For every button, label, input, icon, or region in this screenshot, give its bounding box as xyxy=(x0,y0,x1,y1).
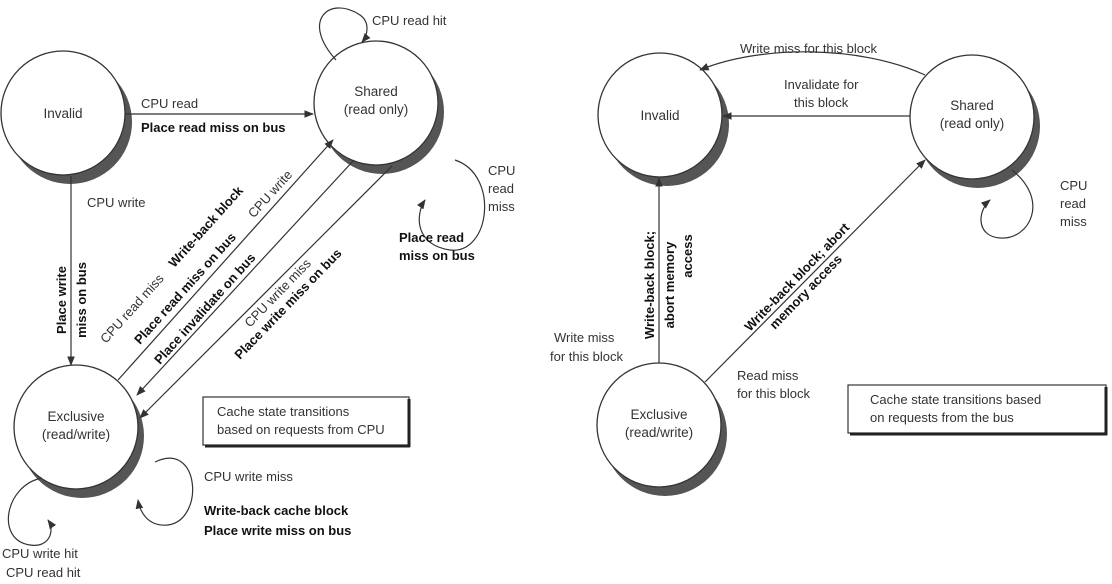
right-wb-abort-vert-3: access xyxy=(680,234,695,277)
left-state-invalid: Invalid xyxy=(0,50,132,184)
left-exclusive-loop-bottom xyxy=(7,477,57,546)
left-shared-loop-top xyxy=(318,7,371,61)
right-caption-line-1: Cache state transitions based xyxy=(870,392,1041,407)
left-place-write-1: Place write xyxy=(54,266,69,334)
left-caption-line-2: based on requests from CPU xyxy=(217,422,385,437)
left-exclusive-loop-right xyxy=(135,457,194,526)
right-caption-line-2: on requests from the bus xyxy=(870,410,1014,425)
right-state-invalid: Invalid xyxy=(597,52,729,186)
right-state-exclusive: Exclusive (read/write) xyxy=(596,362,727,496)
left-exclusive-label: Exclusive xyxy=(47,409,104,424)
right-read-miss-2: for this block xyxy=(737,386,810,401)
right-write-miss-1: Write miss xyxy=(554,330,615,345)
right-caption-box: Cache state transitions based on request… xyxy=(847,384,1108,436)
left-place-read-miss-top: Place read miss on bus xyxy=(141,120,286,135)
left-shared-sub-label: (read only) xyxy=(344,102,409,117)
right-cpu-read-miss-2: read xyxy=(1060,196,1086,211)
left-arrow-shared-to-exclusive-invalidate xyxy=(136,159,355,396)
left-arrow-shared-to-exclusive-writemiss xyxy=(139,165,393,419)
right-read-miss-1: Read miss xyxy=(737,368,799,383)
right-invalidate-1: Invalidate for xyxy=(784,77,859,92)
right-arrow-exclusive-to-shared xyxy=(704,159,926,383)
right-diagram: Invalid Shared (read only) Exclusive (re… xyxy=(550,41,1108,496)
left-cpu-read-miss-loop-2: read xyxy=(488,181,514,196)
left-cpu-read-miss-loop-3: miss xyxy=(488,199,515,214)
left-invalid-label: Invalid xyxy=(43,106,82,121)
right-cpu-read-miss-1: CPU xyxy=(1060,178,1087,193)
left-cpu-read-hit-top: CPU read hit xyxy=(372,13,447,28)
left-diagram: Invalid Shared (read only) Exclusive (re… xyxy=(0,7,515,580)
left-wb-cache-block: Write-back cache block xyxy=(204,503,349,518)
left-place-read-loop-1: Place read xyxy=(399,230,464,245)
right-wb-abort-vert-1: Write-back block; xyxy=(642,231,657,339)
left-place-write-miss-loop: Place write miss on bus xyxy=(204,523,351,538)
left-place-write-2: miss on bus xyxy=(74,262,89,338)
left-state-exclusive: Exclusive (read/write) xyxy=(13,364,144,498)
right-shared-sub-label: (read only) xyxy=(940,116,1005,131)
left-arrow-exclusive-to-shared xyxy=(117,139,334,381)
right-write-miss-2: for this block xyxy=(550,349,623,364)
left-cpu-write-hit: CPU write hit xyxy=(2,546,78,561)
right-exclusive-sub-label: (read/write) xyxy=(625,425,693,440)
left-shared-loop-right xyxy=(417,159,486,251)
left-exclusive-sub-label: (read/write) xyxy=(42,427,110,442)
left-caption-line-1: Cache state transitions xyxy=(217,404,350,419)
right-write-miss-top: Write miss for this block xyxy=(740,41,878,56)
left-cpu-read-miss-loop-1: CPU xyxy=(488,163,515,178)
right-wb-abort-diag-1: Write-back block; abort xyxy=(741,219,852,334)
left-place-read-loop-2: miss on bus xyxy=(399,248,475,263)
right-shared-label: Shared xyxy=(950,98,994,113)
right-cpu-read-miss-3: miss xyxy=(1060,214,1087,229)
left-caption-box: Cache state transitions based on request… xyxy=(202,396,411,448)
left-cpu-write: CPU write xyxy=(87,195,146,210)
right-exclusive-label: Exclusive xyxy=(630,407,687,422)
right-arrow-shared-to-invalid-writemiss xyxy=(699,51,926,76)
right-state-shared: Shared (read only) xyxy=(909,54,1040,188)
right-invalidate-2: this block xyxy=(794,95,849,110)
left-shared-label: Shared xyxy=(354,84,398,99)
right-invalid-label: Invalid xyxy=(640,108,679,123)
right-shared-loop xyxy=(980,169,1034,239)
left-cpu-read: CPU read xyxy=(141,96,198,111)
left-cpu-read-hit-bottom: CPU read hit xyxy=(6,565,81,580)
left-cpu-write-diag: CPU write xyxy=(245,167,295,221)
right-wb-abort-vert-2: abort memory xyxy=(662,241,677,328)
left-cpu-write-miss-loop: CPU write miss xyxy=(204,469,293,484)
left-state-shared: Shared (read only) xyxy=(313,40,444,174)
